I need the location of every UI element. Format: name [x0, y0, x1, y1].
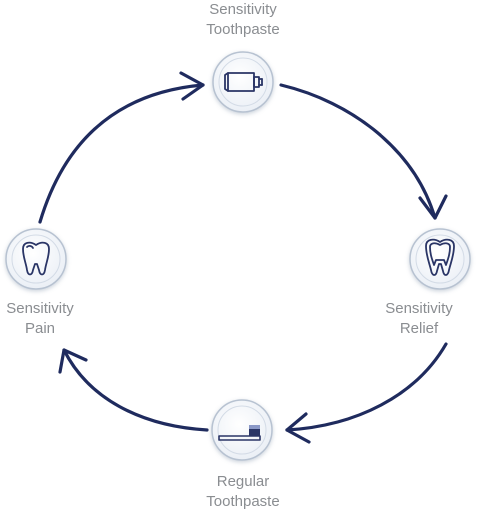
arrow-pain-to-sensitivity-toothpaste [38, 71, 205, 224]
label-line: Toothpaste [206, 21, 280, 38]
toothpaste-tube-icon [224, 72, 263, 92]
arrow-regular-to-sensitivity-pain [58, 348, 209, 432]
label-line: Sensitivity [209, 1, 277, 18]
label-sensitivity-toothpaste: Sensitivity Toothpaste [173, 0, 313, 40]
tooth-with-shield-icon [425, 238, 455, 276]
label-sensitivity-pain: Sensitivity Pain [0, 299, 110, 339]
label-line: Toothpaste [206, 493, 280, 510]
label-line: Pain [24, 320, 56, 337]
label-line: Relief [399, 320, 439, 337]
label-sensitivity-relief: Sensitivity Relief [349, 299, 489, 339]
node-sensitivity-toothpaste [212, 51, 274, 113]
label-regular-toothpaste: Regular Toothpaste [173, 472, 313, 512]
node-sensitivity-relief [409, 228, 471, 290]
node-sensitivity-pain [5, 228, 67, 290]
arrow-relief-to-regular-toothpaste [285, 342, 448, 444]
label-line: Regular [216, 473, 270, 490]
toothbrush-icon [218, 425, 261, 441]
label-line: Sensitivity [385, 300, 453, 317]
tooth-icon [22, 241, 50, 276]
label-line: Sensitivity [6, 300, 74, 317]
arrow-sensitivity-toothpaste-to-relief [279, 83, 448, 220]
node-regular-toothpaste [211, 399, 273, 461]
